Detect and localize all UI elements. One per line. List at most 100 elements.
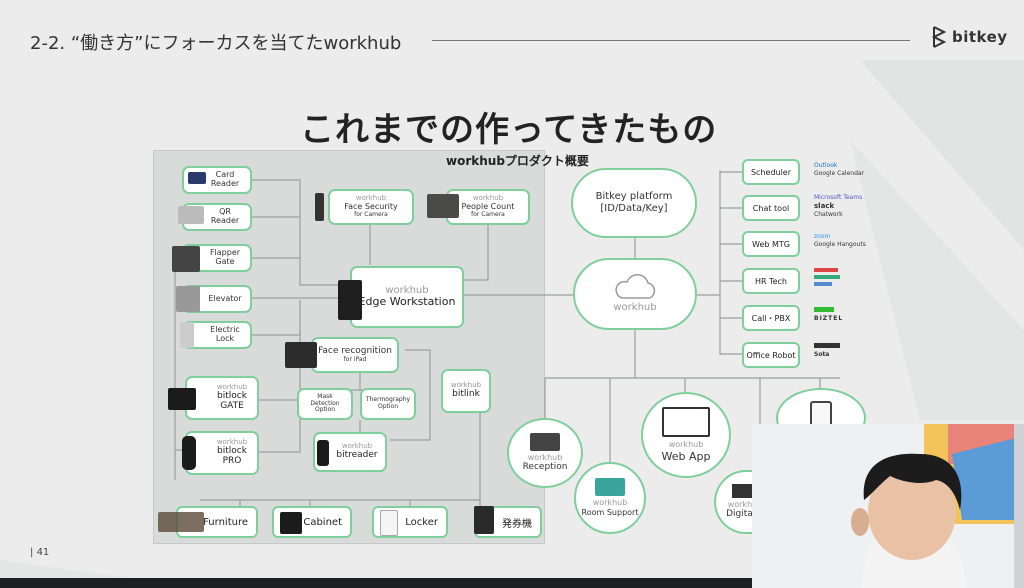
digital-signage-workhub: workhub — [727, 499, 763, 509]
bitlink-title: bitlink — [452, 388, 480, 399]
room-support-circle: workhub Room Support — [574, 462, 646, 534]
service-web-mtg: Web MTG — [742, 231, 800, 257]
thermo-line-1: Thermography — [365, 396, 411, 404]
webcam-presenter-image — [752, 424, 1024, 588]
people-count-title: People Count — [461, 202, 515, 212]
card-reader-device-icon — [188, 172, 206, 184]
elevator-label: Elevator — [208, 293, 242, 303]
card-reader-label-1: Card — [215, 170, 235, 180]
bitreader-icon — [317, 440, 329, 466]
call-pbx-logos: BIZTEL — [814, 307, 843, 323]
service-hr-tech: HR Tech — [742, 268, 800, 294]
face-security-workhub: workhub — [355, 194, 387, 203]
biztel-logo: BIZTEL — [814, 315, 844, 322]
ipad-icon — [285, 342, 317, 368]
chat-tool-label: Chat tool — [752, 203, 790, 213]
digital-signage-device-icon — [732, 483, 758, 498]
people-count-workhub: workhub — [472, 194, 504, 203]
chatwork-logo: Chatwork — [814, 210, 843, 218]
service-call-pbx: Call・PBX — [742, 305, 800, 331]
face-security-camera-icon — [315, 193, 324, 221]
cloud-workhub-label: workhub — [613, 302, 657, 313]
card-reader-label-2: Reader — [210, 179, 240, 188]
hr-logo-1 — [814, 268, 838, 272]
slide-title: 2-2. “働き方”にフォーカスを当てたworkhub — [30, 33, 402, 54]
pbx-logo — [814, 307, 834, 312]
hr-tech-logos — [814, 268, 840, 286]
cabinet-label: Cabinet — [303, 516, 342, 528]
hangouts-logo: Google Hangouts — [814, 240, 866, 248]
mask-line-1: Mask — [317, 393, 333, 401]
hr-logo-3 — [814, 282, 832, 286]
teams-logo: Microsoft Teams — [814, 194, 863, 201]
bitlock-gate-workhub: workhub — [216, 383, 248, 392]
bitkey-logo: bitkey — [932, 26, 1008, 48]
thermo-line-2: Option — [377, 403, 399, 410]
face-recognition-box: Face recognition for iPad — [311, 337, 399, 373]
mask-line-2: Detection — [310, 399, 340, 407]
bitlock-gate-box: workhub bitlock GATE — [185, 376, 259, 420]
edge-workstation-icon — [338, 280, 362, 320]
mask-line-3: Option — [314, 406, 336, 414]
web-mtg-logos: zoom Google Hangouts — [814, 233, 866, 249]
title-divider — [432, 40, 910, 41]
bitkey-logo-icon — [932, 26, 946, 48]
flapper-gate-device-icon — [172, 246, 200, 272]
people-count-sub: for Camera — [471, 210, 505, 218]
furniture-icon — [158, 512, 204, 532]
web-mtg-label: Web MTG — [752, 239, 790, 249]
electric-lock-device-icon — [180, 322, 194, 348]
workhub-cloud-circle: workhub — [573, 258, 697, 330]
bitlink-box: workhub bitlink — [441, 369, 491, 413]
hr-tech-label: HR Tech — [754, 276, 788, 286]
sota-logo: Sota — [814, 351, 830, 358]
qr-reader-label-1: QR — [219, 207, 231, 217]
webcam-video-overlay — [752, 424, 1024, 588]
zoom-logo: zoom — [814, 233, 831, 240]
bitkey-platform-circle: Bitkey platform [ID/Data/Key] — [571, 168, 697, 238]
electric-lock-label-1: Electric — [210, 325, 240, 335]
furniture-label: Furniture — [203, 516, 248, 528]
face-security-box: workhub Face Security for Camera — [328, 189, 414, 225]
bitreader-workhub: workhub — [341, 442, 373, 451]
reception-workhub: workhub — [527, 452, 563, 462]
cabinet-icon — [280, 512, 302, 534]
bitlock-pro-title: bitlock PRO — [217, 445, 247, 466]
electric-lock-label-2: Lock — [215, 334, 235, 343]
face-recognition-sub: for iPad — [343, 355, 367, 363]
reception-device-icon — [530, 432, 560, 451]
taskbar — [0, 578, 752, 588]
locker-label: Locker — [405, 516, 438, 528]
platform-line-2: [ID/Data/Key] — [600, 203, 668, 214]
mask-option-box: Mask Detection Option — [297, 388, 353, 420]
service-chat-tool: Chat tool — [742, 195, 800, 221]
cloud-icon — [615, 274, 656, 299]
chat-tool-logos: Microsoft Teams slack Chatwork — [814, 194, 862, 219]
locker-icon — [380, 510, 398, 536]
scheduler-label: Scheduler — [750, 167, 792, 177]
people-count-camera-icon — [427, 194, 459, 218]
flapper-gate-label-2: Gate — [215, 257, 235, 266]
slide-heading: これまでの作ってきたもの — [300, 110, 718, 150]
office-robot-logos: Sota — [814, 343, 840, 359]
bitlink-workhub: workhub — [450, 381, 482, 390]
platform-line-1: Bitkey platform — [595, 191, 673, 202]
robot-logo — [814, 343, 840, 348]
qr-reader-device-icon — [178, 206, 204, 224]
room-support-workhub: workhub — [592, 498, 628, 508]
web-app-workhub: workhub — [668, 440, 704, 450]
google-calendar-logo: Google Calendar — [814, 169, 865, 177]
ticket-machine-icon — [474, 506, 494, 534]
people-count-box: workhub People Count for Camera — [446, 189, 530, 225]
digital-signage-label: Digital S — [726, 509, 764, 520]
face-recognition-title: Face recognition — [318, 345, 392, 356]
reception-circle: workhub Reception — [507, 418, 583, 488]
page-number-value: 41 — [36, 547, 50, 558]
thermography-option-box: Thermography Option — [360, 388, 416, 420]
office-robot-label: Office Robot — [746, 350, 796, 360]
face-security-sub: for Camera — [354, 210, 388, 218]
bitlock-pro-box: workhub bitlock PRO — [185, 431, 259, 475]
slack-logo: slack — [814, 201, 835, 210]
brand-name: bitkey — [952, 28, 1008, 46]
